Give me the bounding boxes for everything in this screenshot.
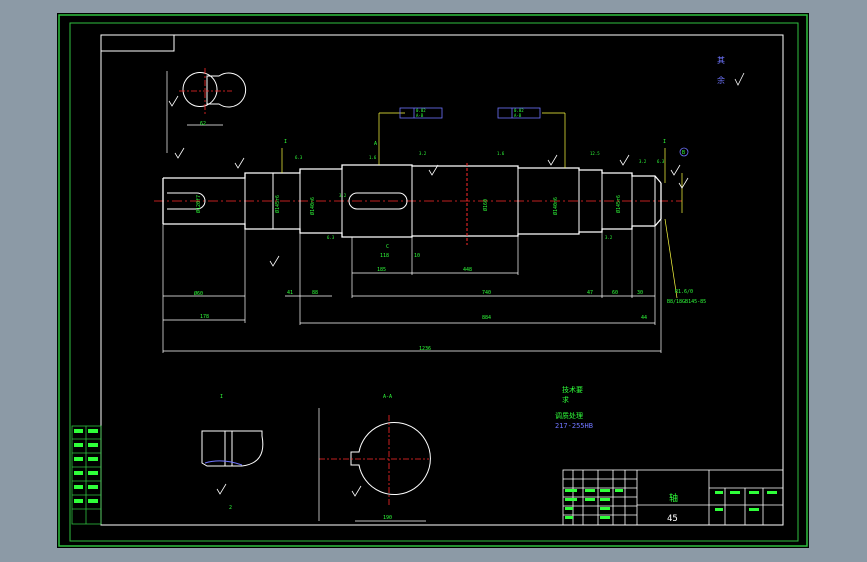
- dim-41: 41: [287, 290, 293, 296]
- part-material: 45: [667, 514, 678, 524]
- part-name: 轴: [669, 492, 678, 504]
- rough-5: 3.2: [639, 159, 647, 164]
- outer-border: [58, 14, 808, 547]
- marker-i-right: I: [663, 139, 666, 145]
- marker-b-circle: [679, 147, 689, 157]
- shaft-step-lines: [244, 165, 656, 237]
- marker-c: C: [386, 244, 389, 250]
- marker-i-top: I: [284, 139, 287, 145]
- inner-border: [69, 22, 799, 542]
- marker-b: B: [682, 150, 685, 156]
- code-box: [100, 34, 175, 52]
- fit-5: Ø140n6: [552, 197, 559, 215]
- tol-value-a: 0.02: [416, 108, 426, 113]
- tolerance-frame-a: 0.02 A-B: [399, 107, 443, 119]
- fit-3: Ø140n6: [309, 197, 316, 215]
- fit-6: Ø145r6: [615, 195, 622, 213]
- dim-448: 448: [463, 267, 472, 273]
- dimension-lines: [162, 219, 662, 353]
- center-hole-note: B8/18GB145-85: [667, 299, 706, 305]
- tol-datum-b: A-B: [514, 113, 522, 118]
- fit-4: Ø160: [482, 199, 489, 211]
- left-margin-table: [71, 425, 102, 525]
- section-aa-label: A-A: [383, 394, 392, 400]
- dim-60: 60: [612, 290, 618, 296]
- detail-i-label: I: [220, 394, 223, 400]
- detail-i-view: [201, 430, 264, 467]
- rough-2: 3.2: [419, 151, 427, 156]
- note-hardness: 217-255HB: [555, 422, 593, 430]
- roughness-symbols: [168, 95, 689, 497]
- dim-d60: Ø60: [194, 290, 203, 297]
- title-block-fills: [565, 489, 777, 519]
- left-keyway: [167, 192, 206, 210]
- dim-62: 62: [200, 121, 206, 127]
- rough-7: 3.2: [605, 235, 613, 240]
- marker-a-top: A: [374, 141, 377, 147]
- dim-190: 190: [383, 515, 392, 521]
- tol-value-b: 0.02: [514, 108, 524, 113]
- roughness-remark: 其: [717, 56, 725, 65]
- rough-1: 6.3: [295, 155, 303, 160]
- dim-1236: 1236: [419, 346, 431, 352]
- dim-740: 740: [482, 290, 491, 296]
- rough-10: 3.2: [339, 193, 347, 198]
- dim-88: 88: [312, 290, 318, 296]
- rough-8: 6.3: [657, 159, 665, 164]
- tolerance-frame-b: 0.02 A-B: [497, 107, 541, 119]
- fit-2: Ø145r6: [274, 195, 281, 213]
- dim-10: 10: [414, 253, 420, 259]
- keyway-section-top: [166, 68, 247, 153]
- chamfer-note: R1.6/0: [675, 289, 693, 295]
- dim-884: 884: [482, 315, 491, 321]
- note-treatment: 调质处理: [555, 411, 583, 420]
- section-aa-view: [318, 408, 431, 522]
- dim-118: 118: [380, 253, 389, 259]
- fit-1: Ø120f7: [195, 195, 202, 213]
- dimension-leaders: [281, 112, 683, 299]
- note-title-1: 技术要: [562, 385, 583, 394]
- tol-datum-a: A-B: [416, 113, 424, 118]
- cad-drawing: Ø60 178 1236 41 88 185 10 448 740 884 47…: [58, 14, 808, 547]
- rough-3: 1.6: [497, 151, 505, 156]
- drawing-box: [100, 34, 784, 526]
- dim-44: 44: [641, 315, 647, 321]
- rough-4: 12.5: [590, 151, 600, 156]
- title-block: [562, 469, 784, 526]
- drawing-frame: Ø60 178 1236 41 88 185 10 448 740 884 47…: [57, 13, 809, 548]
- left-margin-ticks: [74, 429, 98, 503]
- roughness-remark-symbol: [734, 72, 745, 86]
- note-title-2: 求: [562, 395, 569, 404]
- dim-185: 185: [377, 267, 386, 273]
- rough-6: 6.3: [327, 235, 335, 240]
- dim-30: 30: [637, 290, 643, 296]
- dim-47: 47: [587, 290, 593, 296]
- roughness-remark-2: 余: [717, 75, 725, 85]
- dim-2: 2: [229, 505, 232, 511]
- rough-9: 1.6: [369, 155, 377, 160]
- middle-keyway: [348, 192, 408, 210]
- dim-178: 178: [200, 314, 209, 320]
